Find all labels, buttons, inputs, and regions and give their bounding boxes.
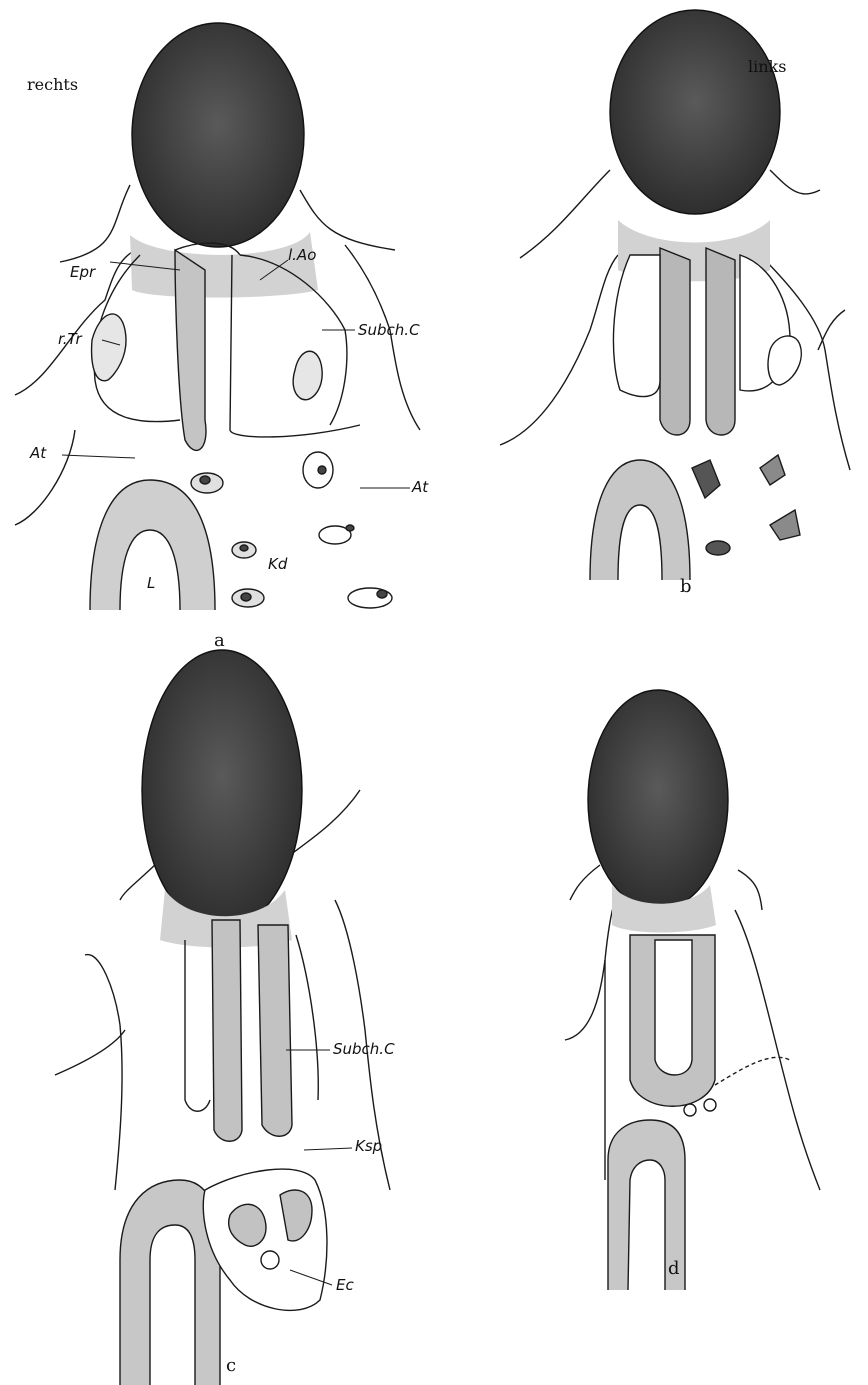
panel-letter-d: d [668,1258,680,1279]
label-rechts: rechts [27,75,78,94]
panel-b-drawing [500,10,850,580]
label-r-tr: r.Tr [58,330,82,348]
panel-c-drawing [55,650,390,1385]
panel-d-drawing [565,690,820,1290]
label-l: L [147,574,155,592]
label-subch-c-a: Subch.C [358,321,420,339]
label-epr: Epr [70,263,95,281]
label-at-left: At [30,444,46,462]
panel-letter-a: a [214,630,225,651]
notochord-mass-d [588,690,728,910]
label-links: links [748,57,786,76]
label-ec: Ec [336,1276,354,1294]
label-ksp: Ksp [355,1137,382,1155]
label-kd: Kd [268,555,287,573]
notochord-mass-c [142,650,302,930]
label-l-ao: l.Ao [288,246,316,264]
panel-a-drawing [15,23,420,610]
notochord-mass-a [132,23,304,247]
label-subch-c-c: Subch.C [333,1040,395,1058]
panel-letter-c: c [226,1355,236,1376]
notochord-mass-b [610,10,780,214]
label-at-right: At [412,478,428,496]
panel-letter-b: b [680,576,692,597]
